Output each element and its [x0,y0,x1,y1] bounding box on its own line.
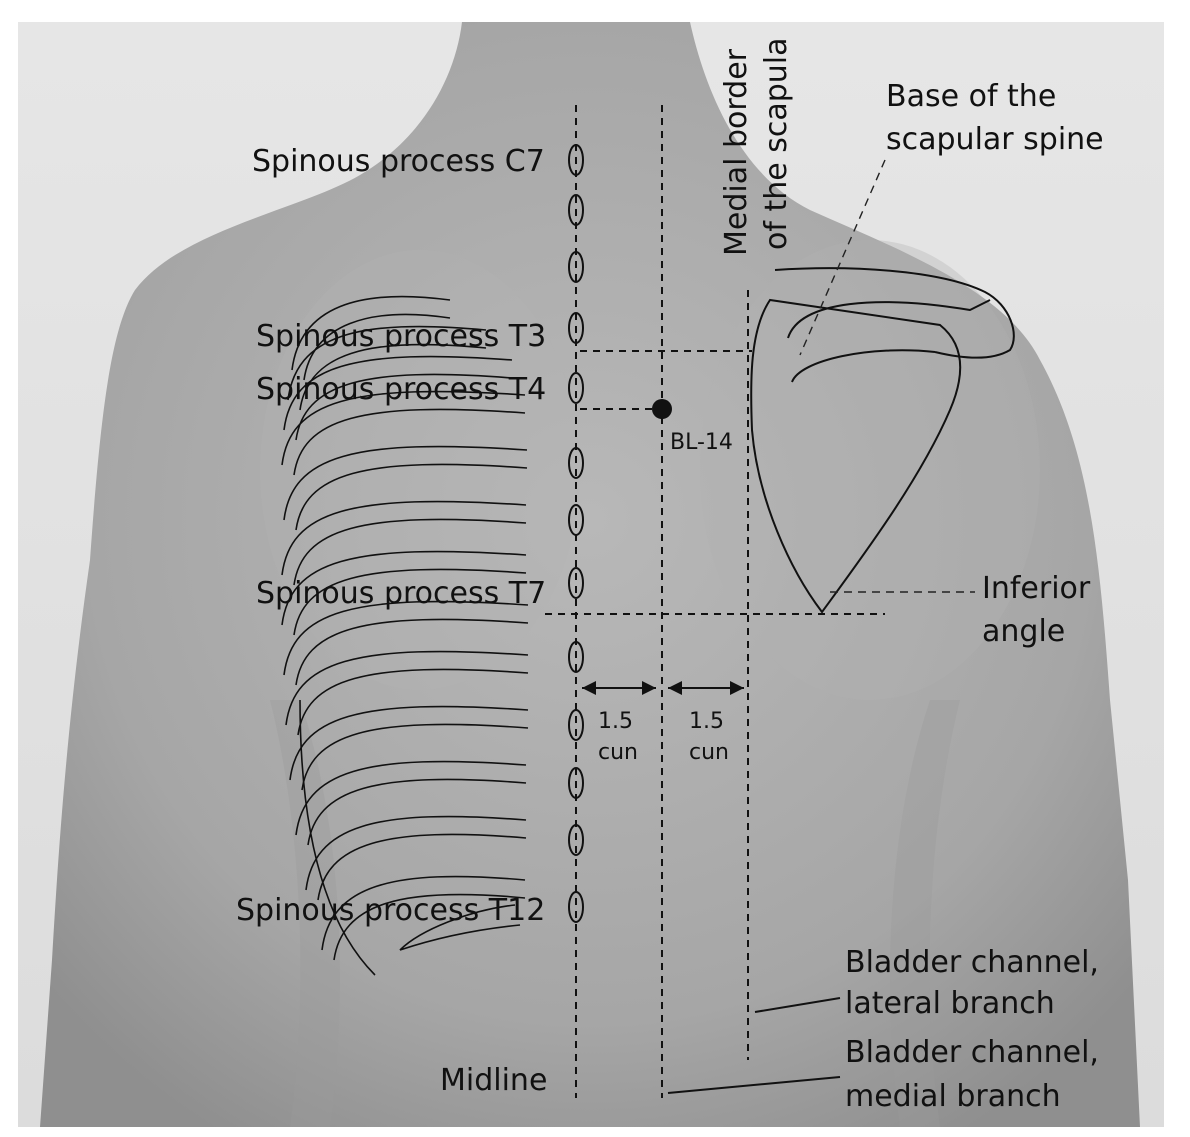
label-medial-2: medial branch [845,1079,1061,1114]
rib-arc [281,390,526,476]
label-dist1-value: 1.5 [598,709,633,734]
spinous-processes [568,144,584,923]
label-inferior-2: angle [982,614,1065,649]
rib-cage-outline [281,295,529,976]
rib-arc [285,650,529,736]
bl14-point [652,399,672,419]
vertebra-oval [568,709,584,741]
vertebra-oval [568,504,584,536]
rib-arc [299,699,521,976]
vertebra-oval [568,567,584,599]
vertebra-oval [568,194,584,226]
rib-arc [291,295,451,381]
rib-arc [305,815,527,901]
vertebra-oval [568,891,584,923]
label-t4: Spinous process T4 [256,372,546,407]
rib-arc [283,355,513,441]
label-dist2-value: 1.5 [689,709,724,734]
vertebra-oval [568,447,584,479]
label-medial-border-2: of the scapula [759,37,794,250]
rib-arc [283,445,528,531]
label-dist1-unit: cun [598,740,638,765]
vertebra-oval [568,824,584,856]
waist-shadow-right [890,700,960,1127]
label-midline: Midline [440,1063,547,1098]
back-shading-left [260,250,580,690]
label-dist2-unit: cun [689,740,729,765]
vertebra-oval [568,767,584,799]
vertebra-oval [568,641,584,673]
vertebra-oval [568,251,584,283]
scapular-spine-lower [791,349,936,383]
rib-arc [321,875,526,961]
label-lateral-2: lateral branch [845,986,1055,1021]
label-t3: Spinous process T3 [256,319,546,354]
label-scapular-spine-2: scapular spine [886,122,1104,157]
label-t7: Spinous process T7 [256,576,546,611]
label-medial-1: Bladder channel, [845,1035,1099,1070]
rib-arc [281,550,527,636]
label-medial-border-1: Medial border [719,48,754,256]
label-t12: Spinous process T12 [236,893,545,928]
label-scapular-spine-1: Base of the [886,79,1056,114]
lateral-branch-leader [754,997,841,1013]
scapular-spine-leader [799,159,886,356]
rib-arc [283,600,529,686]
label-inferior-1: Inferior [982,571,1091,606]
label-c7: Spinous process C7 [252,144,545,179]
scapular-spine-upper [774,267,1015,359]
label-lateral-1: Bladder channel, [845,945,1099,980]
scapula-outline [750,298,962,614]
waist-shadow [270,700,340,1127]
distance-arrow-1 [582,681,656,695]
rib-arc [295,760,527,846]
rib-arc [289,705,529,791]
vertebra-oval [568,312,584,344]
rib-arc [281,500,527,586]
vertebra-oval [568,144,584,176]
rib-arc [287,325,487,411]
vertebra-oval [568,372,584,404]
medial-branch-leader [667,1076,841,1094]
distance-arrow-2 [668,681,744,695]
scapular-spine-mid [787,299,991,339]
label-point: BL-14 [670,430,733,455]
